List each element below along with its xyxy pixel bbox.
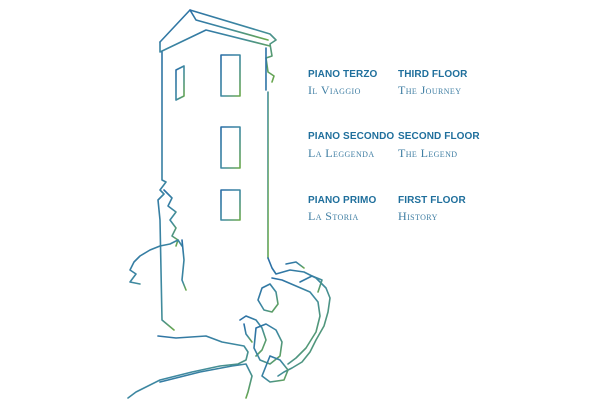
foliage-mound bbox=[267, 257, 331, 377]
floor-1-italian-subtitle: La Storia bbox=[308, 209, 359, 223]
tower-side-crack bbox=[163, 189, 179, 247]
floor-1-english-title: FIRST FLOOR bbox=[398, 195, 466, 206]
tower-roof-inner bbox=[189, 9, 269, 41]
foliage-stone-2 bbox=[253, 323, 283, 365]
foliage-inner bbox=[271, 277, 321, 365]
floor-1-italian-title: PIANO PRIMO bbox=[308, 195, 377, 206]
floor-2-italian-subtitle: La Leggenda bbox=[308, 146, 375, 160]
tower-roof-edge bbox=[159, 29, 271, 53]
foliage-leaf-1 bbox=[299, 275, 323, 293]
floor-1-english-subtitle: History bbox=[398, 209, 438, 223]
floor-2-italian-title: PIANO SECONDO bbox=[308, 131, 395, 142]
tower-front-right-edge bbox=[265, 47, 269, 259]
floor-3-english-title: THIRD FLOOR bbox=[398, 69, 468, 80]
ground-line-2 bbox=[239, 315, 267, 357]
foliage-leaf-2 bbox=[285, 261, 305, 269]
ground-line-3 bbox=[243, 323, 253, 343]
floor-2-english-subtitle: The Legend bbox=[398, 146, 458, 160]
floor-3-italian-subtitle: Il Viaggio bbox=[308, 83, 361, 97]
window-second-floor bbox=[220, 126, 241, 169]
floor-3-english-subtitle: The Journey bbox=[398, 83, 462, 97]
window-third-floor bbox=[220, 54, 241, 97]
ground-line-1 bbox=[159, 363, 253, 399]
foliage-stone-1 bbox=[257, 283, 279, 313]
tower-side-left-edge bbox=[157, 51, 175, 331]
side-window bbox=[175, 65, 185, 101]
tower-side-ivy-2 bbox=[181, 239, 187, 291]
tower-roof bbox=[159, 9, 277, 83]
floor-3-italian-title: PIANO TERZO bbox=[308, 69, 378, 80]
window-first-floor bbox=[220, 189, 241, 221]
floor-2-english-title: SECOND FLOOR bbox=[398, 131, 480, 142]
tower-side-ivy bbox=[129, 239, 183, 285]
tower-base-ground bbox=[127, 335, 249, 399]
foliage-stone-3 bbox=[261, 355, 289, 383]
